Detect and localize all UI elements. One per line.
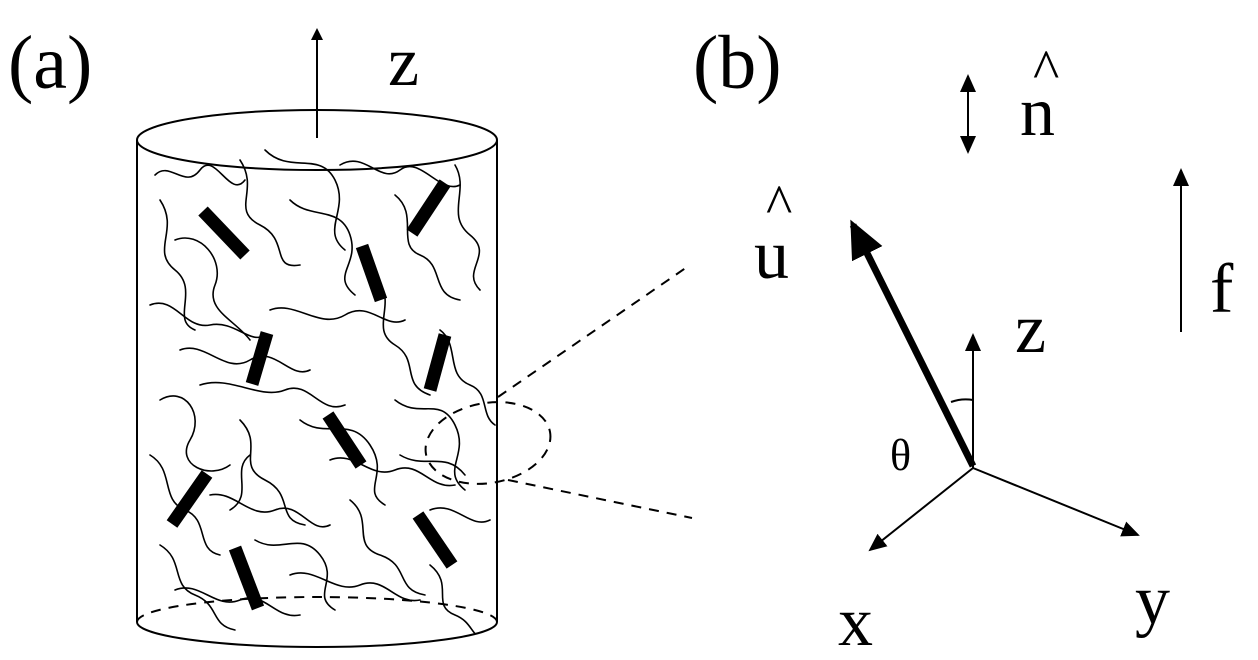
rod xyxy=(406,179,451,237)
rod xyxy=(322,411,367,469)
director-label: n xyxy=(1020,74,1055,151)
rod xyxy=(412,511,458,569)
polymer-chains xyxy=(149,149,496,641)
rod xyxy=(423,333,452,392)
theta-arc xyxy=(950,398,974,403)
theta-label: θ xyxy=(890,431,911,480)
zoom-region xyxy=(424,401,552,485)
zoom-line-lower xyxy=(507,479,693,519)
z-axis-label-b: z xyxy=(1015,291,1046,368)
panel-b: (b) ^ n f ^ u θ z x y xyxy=(693,21,1234,660)
zoom-line-upper xyxy=(497,264,691,398)
rod xyxy=(355,243,388,303)
x-axis-arrow xyxy=(868,467,974,552)
cylinder xyxy=(136,109,498,648)
rigid-rods xyxy=(166,179,458,611)
panel-a-label: (a) xyxy=(8,21,92,105)
y-axis-arrow xyxy=(972,467,1140,537)
panel-b-label: (b) xyxy=(693,21,782,105)
rod-vector-arrow xyxy=(849,219,977,468)
rod xyxy=(245,331,274,386)
force-label: f xyxy=(1210,251,1234,328)
panel-a: (a) z xyxy=(8,21,693,648)
rod-vector-label: u xyxy=(754,217,789,294)
rod xyxy=(198,206,250,260)
y-axis-label: y xyxy=(1135,562,1170,639)
z-axis-label-a: z xyxy=(388,24,419,101)
rod xyxy=(166,470,213,528)
rod-vector-hat: ^ xyxy=(766,174,792,236)
rod xyxy=(228,545,265,611)
director-hat: ^ xyxy=(1033,39,1059,101)
x-axis-label: x xyxy=(838,584,873,660)
